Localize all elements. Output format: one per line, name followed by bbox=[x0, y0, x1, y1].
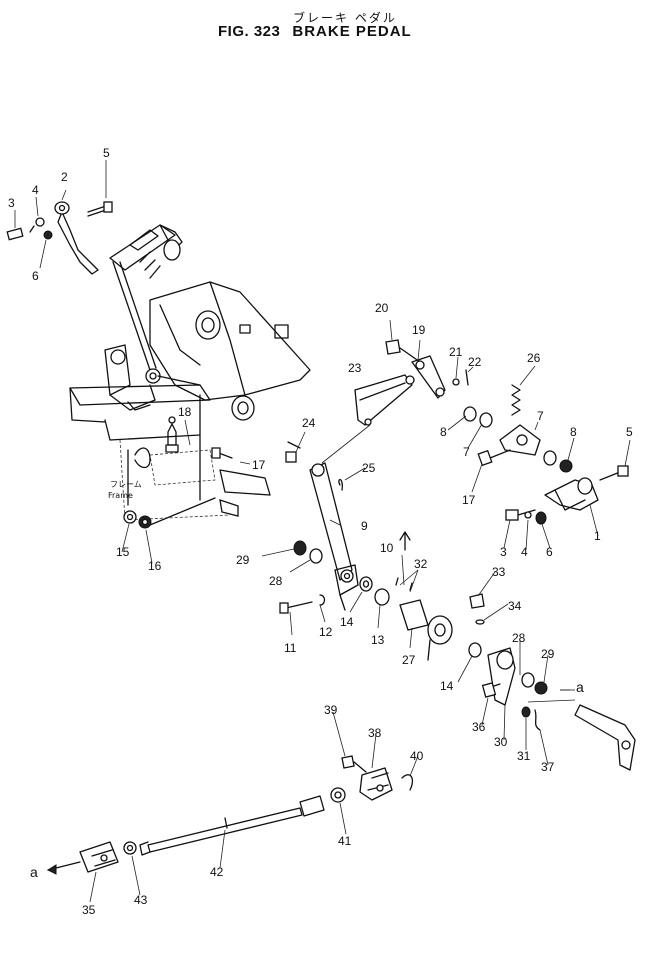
callout-part-1: 1 bbox=[594, 529, 601, 543]
frame-label-english: Frame bbox=[108, 491, 133, 500]
callout-part-37: 37 bbox=[541, 760, 555, 774]
callout-part-42: 42 bbox=[210, 865, 224, 879]
callout-part-29: 29 bbox=[541, 647, 555, 661]
callout-part-15: 15 bbox=[116, 545, 130, 559]
frame-label-japanese: フレーム bbox=[110, 480, 142, 489]
callout-part-32: 32 bbox=[414, 557, 428, 571]
callout-part-8: 8 bbox=[440, 425, 447, 439]
arrow-mark-a-right: a bbox=[576, 679, 584, 695]
figure-name: BRAKE PEDAL bbox=[292, 23, 412, 40]
arrow-mark-a-left: a bbox=[30, 864, 38, 880]
grease-fitting-part-18 bbox=[165, 416, 179, 453]
callout-part-3: 3 bbox=[8, 196, 15, 210]
callout-part-31: 31 bbox=[517, 749, 531, 763]
callout-part-24: 24 bbox=[302, 416, 316, 430]
callout-part-41: 41 bbox=[338, 834, 352, 848]
callout-part-26: 26 bbox=[527, 351, 541, 365]
callout-part-14: 14 bbox=[440, 679, 454, 693]
washers-part-15-16 bbox=[123, 497, 239, 529]
part-callouts: 1 2 3 3 4 4 5 5 6 6 7 7 8 8 9 10 11 12 1… bbox=[8, 146, 633, 917]
callout-part-29: 29 bbox=[236, 553, 250, 567]
bolt-part-17-left bbox=[211, 447, 233, 459]
callout-part-13: 13 bbox=[371, 633, 385, 647]
callout-part-10: 10 bbox=[380, 541, 394, 555]
callout-part-28: 28 bbox=[269, 574, 283, 588]
callout-part-6: 6 bbox=[32, 269, 39, 283]
callout-part-27: 27 bbox=[402, 653, 416, 667]
upper-right-assembly bbox=[385, 339, 629, 525]
callout-part-30: 30 bbox=[494, 735, 508, 749]
callout-part-17: 17 bbox=[462, 493, 476, 507]
callout-part-6: 6 bbox=[546, 545, 553, 559]
callout-part-43: 43 bbox=[134, 893, 148, 907]
callout-part-34: 34 bbox=[508, 599, 522, 613]
lower-rod-assembly bbox=[46, 755, 414, 875]
callout-part-2: 2 bbox=[61, 170, 68, 184]
callout-part-16: 16 bbox=[148, 559, 162, 573]
callout-part-22: 22 bbox=[468, 355, 482, 369]
callout-part-7: 7 bbox=[463, 445, 470, 459]
callout-part-21: 21 bbox=[449, 345, 463, 359]
callout-part-3: 3 bbox=[500, 545, 507, 559]
callout-part-12: 12 bbox=[319, 625, 333, 639]
callout-part-5: 5 bbox=[103, 146, 110, 160]
figure-number: FIG. 323 bbox=[218, 23, 281, 40]
callout-part-17: 17 bbox=[252, 458, 266, 472]
callout-part-39: 39 bbox=[324, 703, 338, 717]
callout-part-23: 23 bbox=[348, 361, 362, 375]
figure-title: FIG. 323 BRAKE PEDAL bbox=[218, 23, 412, 40]
callout-part-40: 40 bbox=[410, 749, 424, 763]
callout-part-9: 9 bbox=[361, 519, 368, 533]
callout-part-18: 18 bbox=[178, 405, 192, 419]
callout-part-14: 14 bbox=[340, 615, 354, 629]
callout-part-25: 25 bbox=[362, 461, 376, 475]
callout-part-38: 38 bbox=[368, 726, 382, 740]
callout-part-36: 36 bbox=[472, 720, 486, 734]
callout-part-11: 11 bbox=[284, 641, 297, 655]
lower-right-linkage bbox=[468, 593, 636, 771]
callout-part-4: 4 bbox=[32, 183, 39, 197]
leader-lines bbox=[14, 160, 631, 903]
callout-part-33: 33 bbox=[492, 565, 506, 579]
callout-part-5: 5 bbox=[626, 425, 633, 439]
callout-part-35: 35 bbox=[82, 903, 96, 917]
callout-part-28: 28 bbox=[512, 631, 526, 645]
callout-part-19: 19 bbox=[412, 323, 426, 337]
frame-structure bbox=[69, 281, 311, 521]
callout-part-4: 4 bbox=[521, 545, 528, 559]
figure-title-japanese: ブレーキ ペダル bbox=[293, 11, 397, 25]
upper-pedal-assembly bbox=[6, 201, 201, 411]
callout-part-20: 20 bbox=[375, 301, 389, 315]
callout-part-8: 8 bbox=[570, 425, 577, 439]
callout-part-7: 7 bbox=[537, 409, 544, 423]
